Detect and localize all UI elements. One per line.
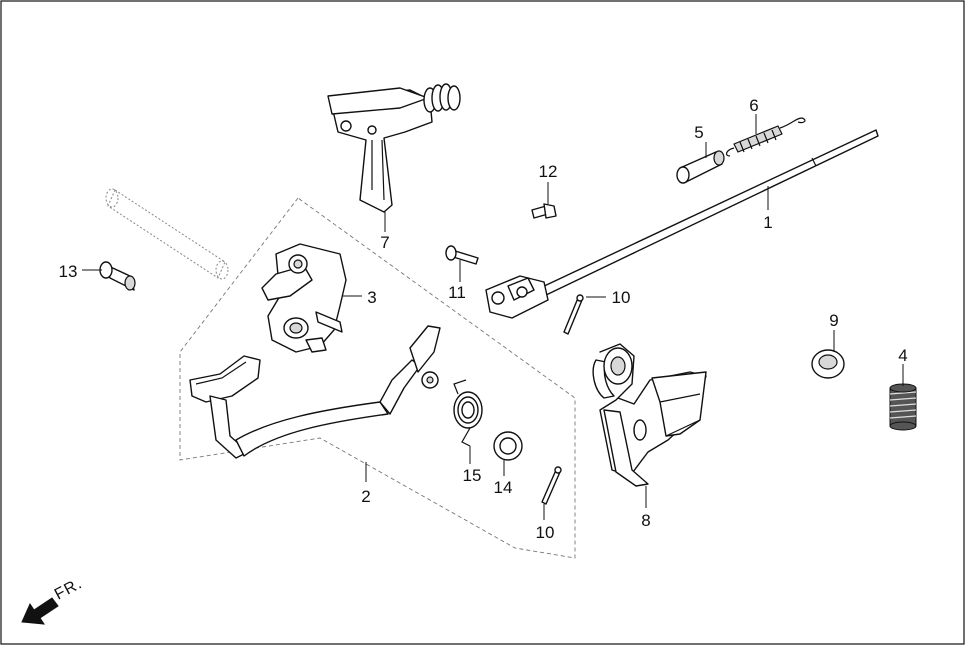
part-5-collar xyxy=(676,150,725,184)
part-3-bracket xyxy=(261,243,347,353)
callout-9: 9 xyxy=(829,311,838,330)
callout-14: 14 xyxy=(494,478,513,497)
callout-12: 12 xyxy=(539,162,558,181)
callout-13: 13 xyxy=(59,262,78,281)
part-13-bushing xyxy=(99,261,136,291)
forward-label: FR. xyxy=(52,575,85,604)
part-12-bolt xyxy=(531,203,557,219)
part-15-spring xyxy=(453,379,483,447)
part-7-housing xyxy=(327,83,461,213)
callout-15: 15 xyxy=(463,466,482,485)
part-4-spring xyxy=(889,383,917,431)
part-8-lever xyxy=(592,343,707,487)
callout-11: 11 xyxy=(448,283,466,302)
part-14-washer xyxy=(493,431,523,461)
callout-10-upper: 10 xyxy=(612,288,631,307)
callout-10-lower: 10 xyxy=(536,523,555,542)
callout-5: 5 xyxy=(694,123,703,142)
part-2-pedal xyxy=(189,325,441,459)
callout-4: 4 xyxy=(898,346,907,365)
leader-lines xyxy=(82,114,904,520)
part-9-washer xyxy=(811,349,845,379)
callout-3: 3 xyxy=(367,288,376,307)
forward-arrow-icon xyxy=(21,597,59,625)
part-6-spring xyxy=(725,117,806,157)
callout-2: 2 xyxy=(361,487,370,506)
callout-1: 1 xyxy=(763,213,772,232)
callout-8: 8 xyxy=(641,511,650,530)
part-1-rod xyxy=(485,129,879,319)
callout-6: 6 xyxy=(749,96,758,115)
part-11-pin xyxy=(445,245,479,265)
assembly-boundary xyxy=(179,197,576,559)
callout-7: 7 xyxy=(380,233,389,252)
ghost-shaft xyxy=(105,188,229,280)
part-10-cotter-pin-lower xyxy=(541,466,562,505)
part-10-cotter-pin-upper xyxy=(563,294,584,335)
